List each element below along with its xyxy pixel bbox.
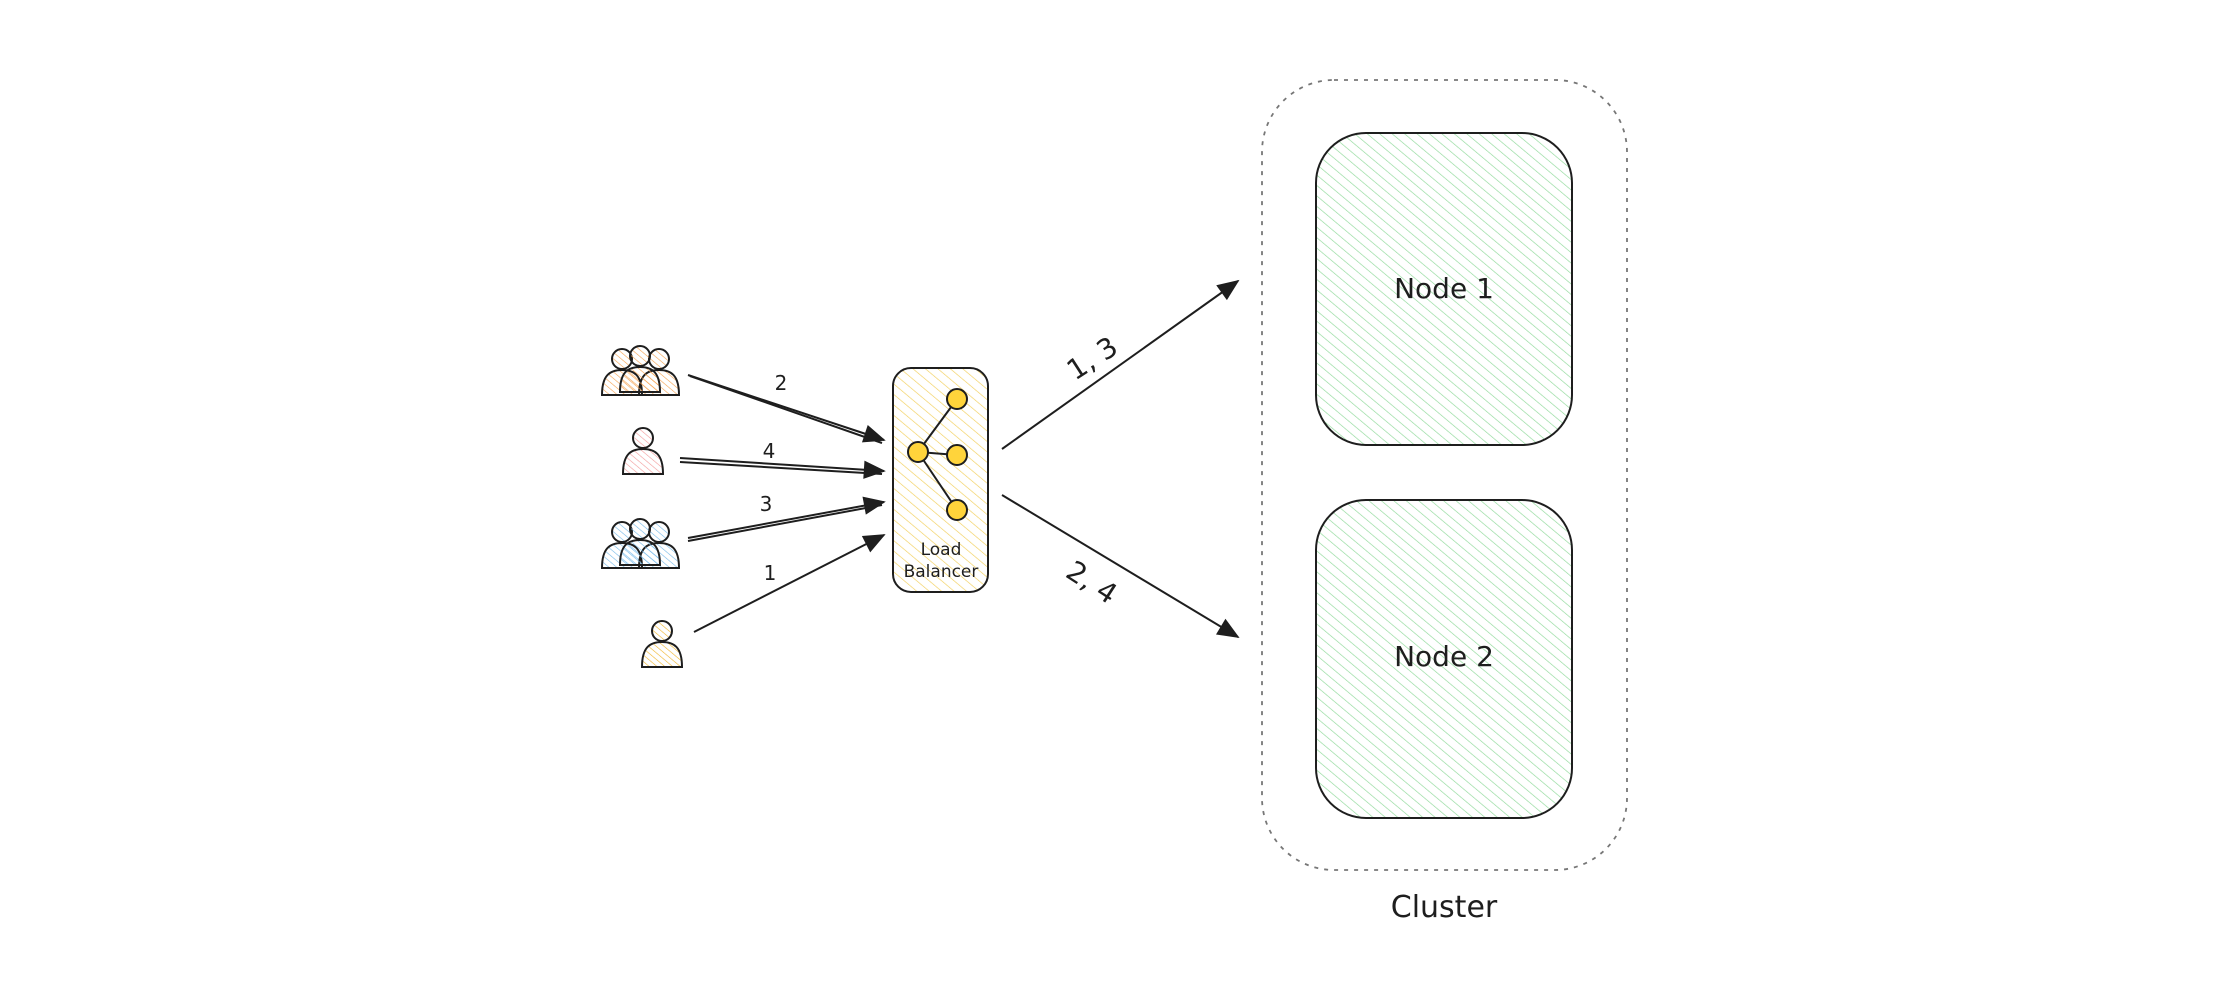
- request-label-client-2: 4: [763, 439, 776, 463]
- client-user-red: [622, 427, 664, 475]
- arrow-to-node-2: [1001, 494, 1240, 638]
- load-balancer: Load Balancer: [892, 367, 989, 593]
- user-icon: [641, 620, 683, 668]
- route-label-node-1: 1, 3: [1061, 330, 1124, 387]
- arrow-client-4: [693, 534, 886, 633]
- user-group-icon: [601, 345, 680, 396]
- node-2-label: Node 2: [1394, 640, 1494, 673]
- node-1-label: Node 1: [1394, 272, 1494, 305]
- user-group-icon: [601, 518, 680, 569]
- arrow-client-2: [679, 457, 886, 479]
- request-label-client-4: 1: [764, 561, 777, 585]
- user-icon: [622, 427, 664, 475]
- cluster-boundary: [1261, 79, 1628, 871]
- request-label-client-1: 2: [775, 371, 788, 395]
- cluster-label: Cluster: [1391, 890, 1498, 925]
- client-user-yellow: [641, 620, 683, 668]
- load-balancer-label-line2: Balancer: [904, 562, 979, 582]
- route-arrows: [1001, 279, 1240, 638]
- client-group-orange: [601, 345, 680, 396]
- network-tree-icon: [907, 388, 968, 521]
- arrow-to-node-1: [1001, 279, 1240, 450]
- node-2: Node 2: [1315, 499, 1573, 819]
- arrow-client-3: [687, 496, 886, 539]
- client-request-arrows: [679, 374, 886, 633]
- request-label-client-3: 3: [760, 492, 773, 516]
- load-balancer-label-line1: Load: [921, 540, 962, 560]
- node-1: Node 1: [1315, 132, 1573, 446]
- client-group-blue: [601, 518, 680, 569]
